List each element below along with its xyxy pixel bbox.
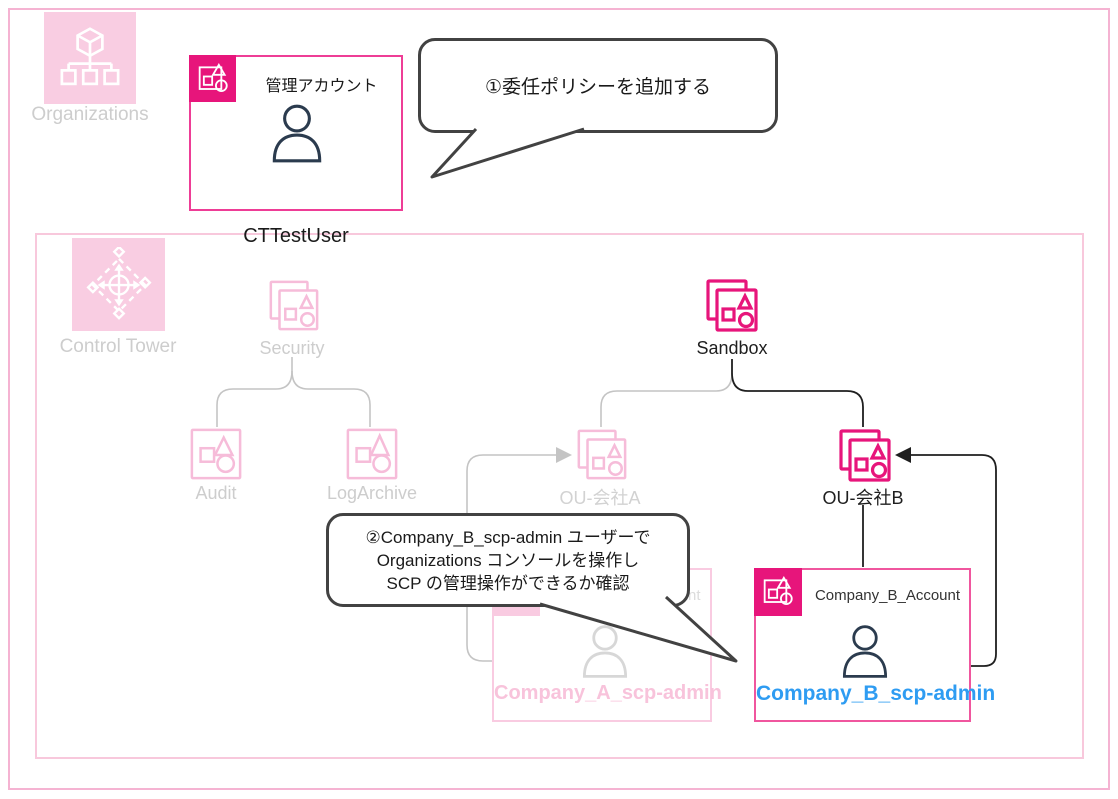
management-account-title: 管理アカウント [265, 78, 378, 95]
speech-bubble-2: ②Company_B_scp-admin ユーザーで Organizations… [326, 513, 690, 607]
control-tower-label: Control Tower [59, 336, 177, 357]
account-audit-icon [189, 427, 243, 486]
company-b-account-title: Company_B_Account [814, 587, 961, 604]
user-icon-faded [575, 622, 635, 687]
management-user-name: CTTestUser [243, 225, 349, 247]
control-tower-boundary [35, 233, 1084, 759]
company-b-user-name: Company_B_scp-admin [756, 682, 996, 705]
company-a-user-name: Company_A_scp-admin [494, 682, 722, 704]
organizations-label: Organizations [31, 104, 149, 125]
account-logarchive-icon [345, 427, 399, 486]
ou-security-icon [266, 277, 320, 338]
ou-company-b-icon [836, 426, 892, 489]
speech-bubble-1: ①委任ポリシーを追加する [418, 38, 778, 133]
speech-bubble-2-line1: ②Company_B_scp-admin ユーザーで [365, 527, 651, 547]
organizations-icon [44, 12, 136, 104]
account-logarchive-label: LogArchive [326, 483, 418, 503]
control-tower-icon [72, 238, 165, 331]
speech-bubble-2-line3: SCP の管理操作ができるか確認 [386, 573, 630, 593]
ou-sandbox-icon [703, 276, 759, 339]
ou-sandbox-label: Sandbox [696, 338, 768, 358]
speech-bubble-1-text: ①委任ポリシーを追加する [484, 77, 712, 98]
ou-security-label: Security [259, 338, 325, 358]
account-icon [754, 568, 802, 616]
speech-bubble-2-line2: Organizations コンソールを操作し [376, 550, 640, 570]
company-b-account-box: Company_B_Account Company_B_scp-admin [754, 568, 996, 722]
account-icon [189, 55, 236, 102]
ou-company-a-icon [574, 426, 628, 487]
outer-frame [8, 8, 1110, 790]
user-icon [835, 622, 895, 687]
ou-company-a-label: OU-会社A [559, 488, 641, 508]
user-icon [264, 101, 330, 172]
account-audit-label: Audit [195, 483, 237, 503]
ou-company-b-label: OU-会社B [822, 488, 904, 508]
management-account-box: 管理アカウント CTTestUser [189, 55, 403, 247]
